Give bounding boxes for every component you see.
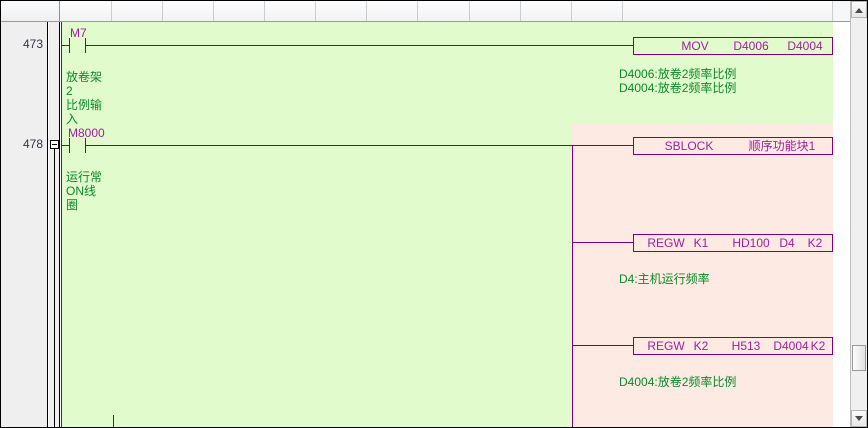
contact-comment-m7-line-1: 放卷架2 — [66, 70, 103, 98]
header-cell-4[interactable] — [214, 1, 265, 21]
scroll-down-arrow-icon — [855, 415, 863, 421]
instruction-name-regw-1: REGW — [647, 236, 685, 250]
header-cell-10[interactable] — [521, 1, 572, 21]
contact-comment-m8000: 运行常 ON线圈 — [66, 170, 104, 212]
scroll-up-button[interactable] — [851, 1, 867, 18]
instruction-box-mov[interactable]: MOV D4006 D4004 — [633, 37, 833, 55]
rung-tree-line — [54, 149, 55, 427]
scroll-thumb[interactable] — [852, 345, 866, 371]
regw1-branch-wire — [572, 242, 633, 243]
instruction-box-regw-2[interactable]: REGW K2 H513 D4004 K2 — [633, 337, 833, 355]
rung-478-wire-out — [85, 145, 573, 146]
instruction-operand-regw1-1: HD100 — [732, 236, 770, 250]
contact-comment-m8000-line-2: ON线圈 — [66, 184, 97, 212]
contact-label-m8000[interactable]: M8000 — [68, 126, 105, 140]
contact-m8000[interactable] — [69, 138, 86, 153]
scroll-up-arrow-icon — [855, 7, 863, 13]
instruction-operand-regw2-1: H513 — [731, 339, 761, 353]
instruction-comment-mov-1: D4004:放卷2频率比例 — [619, 81, 737, 95]
instruction-name-regw-2: REGW — [647, 339, 685, 353]
column-header-bar — [1, 1, 867, 22]
instruction-name-mov: MOV — [681, 39, 709, 53]
contact-comment-m7-line-3: 入 — [66, 112, 79, 126]
header-cell-3[interactable] — [163, 1, 214, 21]
rung-478-sblock-background — [572, 123, 833, 427]
scroll-down-button[interactable] — [851, 410, 867, 427]
collapse-toggle-icon-rung-478[interactable] — [50, 140, 59, 149]
instruction-box-sblock[interactable]: SBLOCK 顺序功能块1 — [633, 137, 833, 155]
header-cell-11[interactable] — [572, 1, 623, 21]
instruction-comment-regw1-0: D4:主机运行频率 — [619, 272, 710, 286]
contact-comment-m7: 放卷架2 比例输 入 — [66, 70, 104, 126]
instruction-operand-regw2-3: K2 — [810, 339, 826, 353]
rung-478-branch-rail — [572, 145, 573, 427]
instruction-operand-regw1-3: K2 — [807, 236, 823, 250]
header-cell-9[interactable] — [470, 1, 521, 21]
instruction-operand-mov-1: D4004 — [787, 39, 823, 53]
instruction-operand-mov-0: D4006 — [733, 39, 769, 53]
instruction-box-regw-1[interactable]: REGW K1 HD100 D4 K2 — [633, 234, 833, 252]
instruction-operand-regw1-0: K1 — [693, 236, 709, 250]
instruction-comment-regw2-0: D4004:放卷2频率比例 — [619, 375, 737, 389]
regw2-branch-wire — [572, 345, 633, 346]
header-cell-12[interactable] — [623, 1, 833, 21]
contact-label-m7[interactable]: M7 — [70, 26, 87, 40]
rung-478-wire-in — [61, 145, 70, 146]
vertical-scrollbar[interactable] — [850, 1, 867, 427]
rung-number-gutter: 473 478 — [1, 22, 48, 427]
rung-tree-column — [49, 22, 60, 427]
rung-473-left-rail — [61, 22, 62, 123]
header-cell-1[interactable] — [60, 1, 112, 21]
rung-473-background — [61, 22, 833, 123]
header-cell-5[interactable] — [265, 1, 316, 21]
contact-comment-m8000-line-1: 运行常 — [66, 170, 103, 184]
rung-478-left-rail — [61, 123, 62, 427]
instruction-operand-sblock-0: 顺序功能块1 — [748, 139, 816, 153]
instruction-comment-mov-0: D4006:放卷2频率比例 — [619, 67, 737, 81]
header-cell-gutter[interactable] — [1, 1, 60, 21]
contact-m7[interactable] — [69, 38, 86, 53]
rung-473-wire-out — [85, 45, 633, 46]
ladder-canvas[interactable]: M7 放卷架2 比例输 入 MOV D4006 D4004 D4006:放卷2频… — [61, 22, 833, 427]
header-cell-2[interactable] — [112, 1, 163, 21]
edit-caret — [113, 415, 114, 427]
header-cell-7[interactable] — [367, 1, 418, 21]
rung-473-wire-in — [61, 45, 70, 46]
header-cell-6[interactable] — [316, 1, 367, 21]
rung-number-478[interactable]: 478 — [22, 137, 43, 151]
rung-478-left-background — [61, 123, 572, 427]
rung-number-473[interactable]: 473 — [22, 37, 43, 51]
instruction-name-sblock: SBLOCK — [664, 139, 714, 153]
sblock-branch-wire — [572, 145, 633, 146]
header-cell-8[interactable] — [418, 1, 470, 21]
instruction-operand-regw2-2: D4004 — [773, 339, 809, 353]
instruction-operand-regw1-2: D4 — [779, 236, 795, 250]
instruction-operand-regw2-0: K2 — [693, 339, 709, 353]
contact-comment-m7-line-2: 比例输 — [66, 98, 103, 112]
